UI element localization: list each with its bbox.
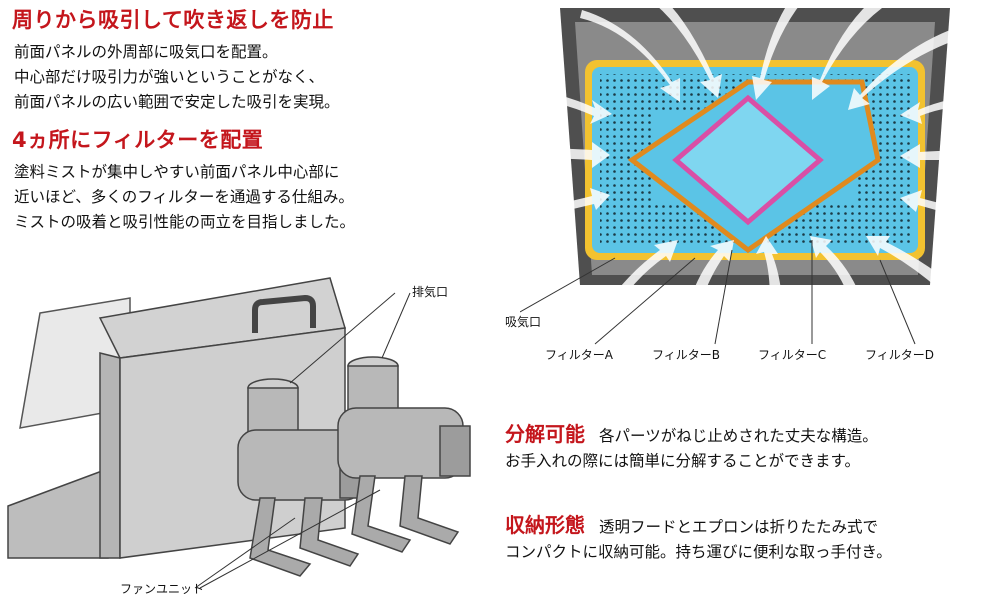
section1-line: 前面パネルの外周部に吸気口を配置。 bbox=[14, 43, 278, 61]
filter-b-outline bbox=[672, 94, 824, 226]
label-exhaust: 排気口 bbox=[412, 285, 449, 299]
airflow-arrows bbox=[520, 0, 990, 300]
section2-body: 塗料ミストが集中しやすい前面パネル中心部に 近いほど、多くのフィルターを通過する… bbox=[14, 160, 355, 235]
leader-intake bbox=[520, 257, 616, 313]
label-intake: 吸気口 bbox=[505, 315, 542, 329]
section1-line: 前面パネルの広い範囲で安定した吸引を実現。 bbox=[14, 93, 340, 111]
feature-disassembly-line2: お手入れの際には簡単に分解することができます。 bbox=[505, 452, 860, 470]
feature-storage-line1: 透明フードとエプロンは折りたたみ式で bbox=[599, 518, 879, 536]
label-filter-d: フィルターD bbox=[865, 348, 935, 362]
leader-fan-left bbox=[194, 517, 296, 589]
leader-exhaust-left bbox=[289, 292, 396, 384]
fan-unit-left bbox=[237, 378, 371, 577]
feature-disassembly-line1: 各パーツがねじ止めされた丈夫な構造。 bbox=[599, 427, 878, 445]
section1-body: 前面パネルの外周部に吸気口を配置。 中心部だけ吸引力が強いということがなく、 前… bbox=[14, 40, 340, 115]
booth-side bbox=[99, 352, 121, 559]
section1-line: 中心部だけ吸引力が強いということがなく、 bbox=[14, 68, 325, 86]
label-leader-lines bbox=[520, 240, 916, 345]
section2-heading: 4ヵ所にフィルターを配置 bbox=[12, 128, 264, 152]
carry-handle bbox=[252, 294, 316, 333]
apron bbox=[7, 466, 111, 559]
feature-storage-line2: コンパクトに収納可能。持ち運びに便利な取っ手付き。 bbox=[505, 543, 892, 561]
filter-panel-diagram bbox=[520, 0, 990, 300]
label-filter-b: フィルターB bbox=[652, 348, 720, 362]
leader-fan-right bbox=[199, 489, 381, 589]
label-filter-c: フィルターC bbox=[758, 348, 827, 362]
section2-line: ミストの吸着と吸引性能の両立を目指しました。 bbox=[14, 213, 356, 231]
fan-unit-right bbox=[337, 356, 471, 553]
section2-line: 近いほど、多くのフィルターを通過する仕組み。 bbox=[14, 188, 354, 206]
section1-heading: 周りから吸引して吹き返しを防止 bbox=[12, 8, 334, 32]
leader-filter-a bbox=[594, 257, 696, 345]
leader-exhaust-right bbox=[381, 292, 411, 359]
label-fan-unit: ファンユニット bbox=[120, 582, 205, 596]
section2-line: 塗料ミストが集中しやすい前面パネル中心部に bbox=[14, 163, 340, 181]
label-filter-a: フィルターA bbox=[545, 348, 613, 362]
leader-filter-b bbox=[714, 249, 733, 345]
feature-storage-tag: 収納形態 bbox=[505, 513, 585, 537]
booth-machine-illustration bbox=[7, 277, 471, 589]
feature-disassembly: 分解可能各パーツがねじ止めされた丈夫な構造。 お手入れの際には簡単に分解すること… bbox=[505, 422, 878, 474]
leader-filter-d bbox=[879, 259, 916, 345]
feature-disassembly-tag: 分解可能 bbox=[505, 422, 585, 446]
feature-storage: 収納形態透明フードとエプロンは折りたたみ式で コンパクトに収納可能。持ち運びに便… bbox=[505, 513, 892, 565]
